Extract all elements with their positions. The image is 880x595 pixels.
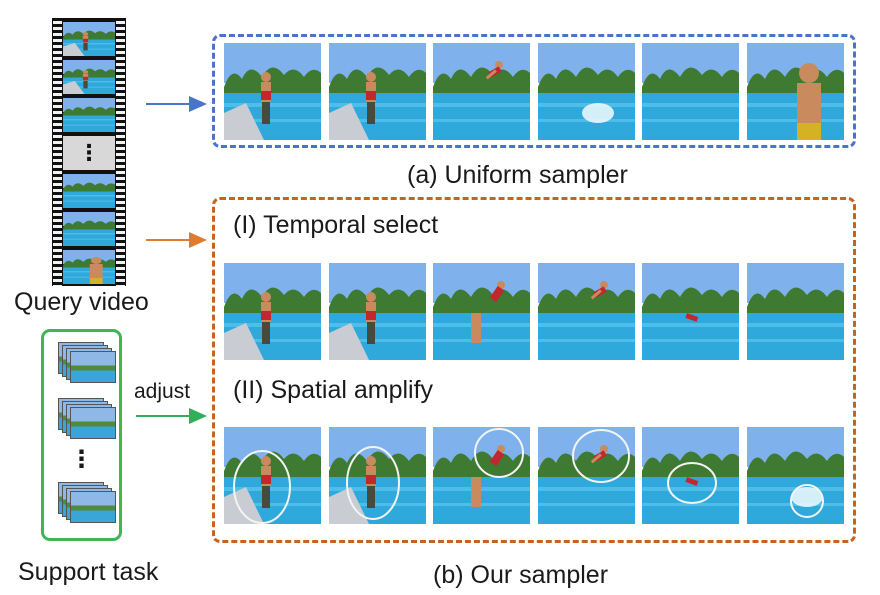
spatial-frame-2 (329, 427, 426, 524)
query-video-filmstrip: ⋮ (52, 18, 126, 286)
uniform-frame-4 (538, 43, 635, 140)
film-ellipsis: ⋮ (63, 136, 115, 170)
film-frame (63, 250, 115, 284)
film-frame (63, 98, 115, 132)
temporal-select-title: (I) Temporal select (233, 211, 439, 239)
spatial-frame-6 (747, 427, 844, 524)
temporal-frame-6 (747, 263, 844, 360)
uniform-frame-3 (433, 43, 530, 140)
film-frame (63, 60, 115, 94)
temporal-frame-5 (642, 263, 739, 360)
temporal-frame-2 (329, 263, 426, 360)
support-clip-stack (58, 398, 116, 439)
temporal-frame-1 (224, 263, 321, 360)
spatial-frame-4 (538, 427, 635, 524)
support-clip-stack (58, 342, 116, 383)
film-frame (63, 212, 115, 246)
support-task-label: Support task (18, 558, 159, 586)
support-ellipsis: ⋮ (69, 446, 94, 473)
film-perforation-right (116, 18, 125, 286)
our-sampler-caption: (b) Our sampler (433, 561, 609, 589)
spatial-frame-1 (224, 427, 321, 524)
spatial-amplify-title: (II) Spatial amplify (233, 376, 434, 404)
adjust-label: adjust (134, 380, 191, 403)
uniform-sampler-box (212, 34, 856, 148)
temporal-frame-4 (538, 263, 635, 360)
uniform-frame-5 (642, 43, 739, 140)
query-video-label: Query video (14, 288, 149, 316)
temporal-frame-3 (433, 263, 530, 360)
our-sampler-box (212, 197, 856, 543)
film-frame (63, 174, 115, 208)
support-task-box: ⋮ (41, 329, 122, 541)
uniform-frame-1 (224, 43, 321, 140)
film-frame (63, 22, 115, 56)
spatial-frame-5 (642, 427, 739, 524)
spatial-frame-3 (433, 427, 530, 524)
support-clip-stack (58, 482, 116, 523)
uniform-sampler-caption: (a) Uniform sampler (407, 161, 628, 189)
film-perforation-left (53, 18, 62, 286)
uniform-frame-2 (329, 43, 426, 140)
uniform-frame-6 (747, 43, 844, 140)
